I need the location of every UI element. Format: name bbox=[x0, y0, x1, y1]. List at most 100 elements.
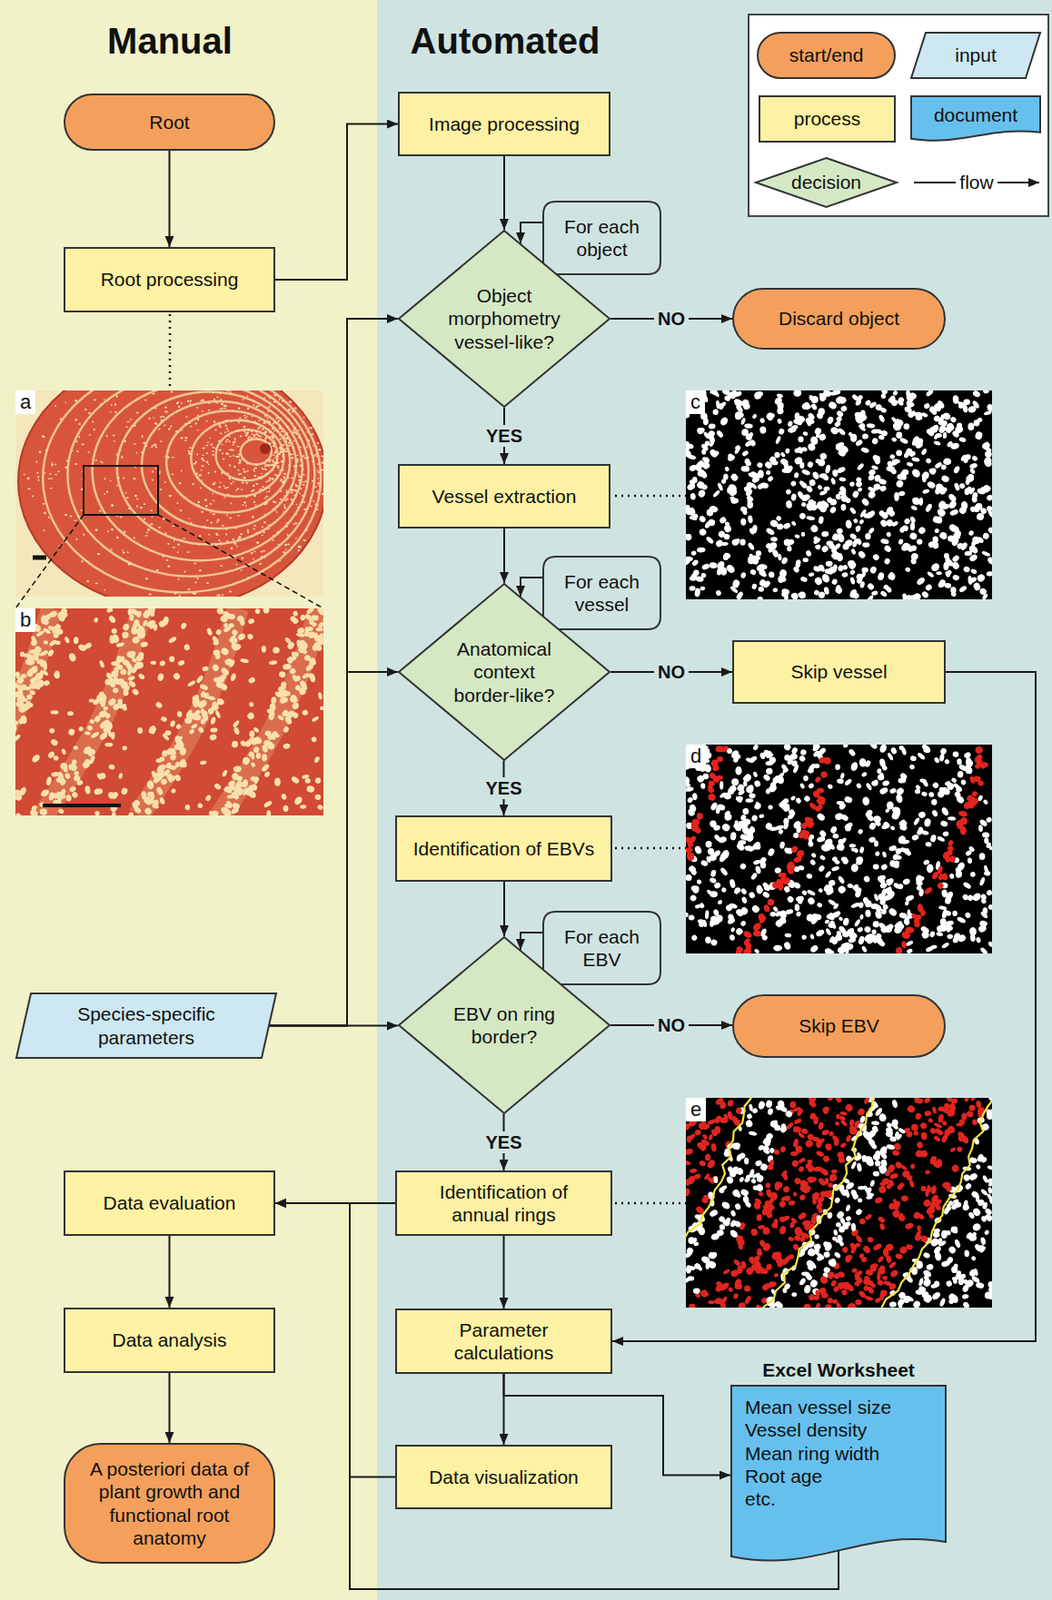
ring-dot bbox=[238, 416, 241, 419]
vessel-blob bbox=[790, 520, 797, 527]
vessel-blob bbox=[906, 461, 914, 467]
ring-dot bbox=[107, 530, 110, 533]
ring-dot bbox=[287, 432, 289, 435]
vessel-blob bbox=[920, 447, 928, 457]
ring-dot bbox=[237, 515, 240, 517]
ring-dot bbox=[99, 510, 102, 513]
ring-dot bbox=[278, 398, 281, 401]
ring-dot bbox=[296, 460, 299, 463]
vessel-dot bbox=[133, 806, 142, 815]
ring-dot bbox=[244, 432, 248, 434]
ring-dot bbox=[177, 402, 180, 405]
ring-dot bbox=[221, 594, 224, 596]
vessel-dot bbox=[89, 698, 95, 704]
ring-dot bbox=[189, 426, 193, 428]
ring-dot bbox=[262, 422, 266, 425]
vessel-dot bbox=[152, 802, 159, 809]
ring-dot bbox=[235, 527, 238, 529]
vessel-dot bbox=[73, 636, 80, 645]
vessel-dot bbox=[286, 656, 295, 665]
ring-dot bbox=[144, 445, 148, 447]
ring-dot bbox=[75, 440, 79, 443]
ring-band bbox=[15, 608, 52, 816]
vessel-blob bbox=[920, 590, 930, 600]
vessel-dot bbox=[197, 726, 205, 735]
vessel-blob bbox=[750, 482, 758, 491]
root-section-image bbox=[15, 390, 324, 597]
ring-dot bbox=[297, 479, 301, 482]
ring-dot bbox=[241, 458, 244, 461]
vessel-dot bbox=[106, 608, 114, 614]
ring-dot bbox=[280, 460, 283, 463]
ring-dot bbox=[214, 470, 217, 473]
vessel-dot bbox=[183, 717, 191, 726]
ring-dot bbox=[274, 547, 277, 550]
ring-dot bbox=[298, 493, 301, 496]
ring-dot bbox=[205, 445, 209, 447]
ring-dot bbox=[305, 486, 308, 489]
ring-dot bbox=[188, 517, 191, 520]
ring-dot bbox=[272, 461, 276, 464]
ring-dot bbox=[205, 505, 209, 507]
ring-dot bbox=[286, 497, 288, 500]
ring-dot bbox=[140, 451, 144, 454]
ring-dot bbox=[151, 470, 155, 473]
vessel-dot bbox=[148, 727, 157, 736]
ring-dot bbox=[221, 452, 224, 455]
ring-dot bbox=[144, 399, 148, 402]
vessel-dot bbox=[270, 730, 278, 739]
ring-dot bbox=[293, 466, 297, 468]
vessel-blob bbox=[759, 426, 768, 435]
vessel-blob bbox=[759, 417, 766, 425]
vessel-dot bbox=[250, 784, 259, 792]
vessel-dot bbox=[27, 666, 38, 676]
ring-dot bbox=[232, 481, 235, 484]
ring-dot bbox=[263, 497, 267, 500]
vessel-dot bbox=[135, 610, 142, 619]
vessel-dot bbox=[45, 776, 52, 787]
ring-dot bbox=[277, 404, 279, 407]
ring-dot bbox=[235, 489, 239, 492]
ring-dot bbox=[201, 465, 205, 467]
ring-dot bbox=[265, 496, 268, 498]
ring-dot bbox=[298, 481, 302, 484]
ring-dot bbox=[164, 533, 168, 536]
ring-dot bbox=[237, 429, 240, 432]
ring-dot bbox=[158, 471, 161, 474]
vessel-blob bbox=[982, 390, 991, 395]
ring-dot bbox=[261, 476, 265, 478]
ring-dot bbox=[317, 493, 320, 496]
ring-dot bbox=[197, 414, 199, 417]
ring-dot bbox=[268, 460, 271, 463]
vessel-blob bbox=[734, 444, 742, 452]
ring-dot bbox=[224, 431, 227, 434]
ring-dot bbox=[258, 419, 261, 422]
ring-dot bbox=[110, 404, 113, 407]
ring-dot bbox=[302, 501, 306, 504]
ring-dot bbox=[112, 435, 115, 437]
ring-dot bbox=[299, 487, 302, 490]
vessel-dot bbox=[33, 675, 42, 684]
ring-dot bbox=[197, 429, 199, 432]
ring-dot bbox=[134, 495, 138, 497]
vessel-dot bbox=[87, 724, 94, 731]
vessel-mask-image bbox=[685, 390, 993, 600]
ring-dot bbox=[154, 467, 157, 470]
vessel-blob bbox=[808, 572, 815, 578]
vessel-dot bbox=[119, 680, 130, 691]
ring-dot bbox=[133, 536, 136, 539]
ring-dot bbox=[120, 456, 123, 458]
ring-dot bbox=[110, 528, 114, 531]
ring-dot bbox=[297, 458, 299, 461]
vessel-dot bbox=[187, 679, 197, 688]
ring-dot bbox=[178, 595, 181, 597]
ring-dot bbox=[247, 437, 249, 441]
vessel-dot bbox=[261, 754, 268, 762]
vessel-dot bbox=[233, 726, 241, 736]
ring-dot bbox=[218, 486, 221, 489]
vessel-blob bbox=[801, 468, 812, 477]
ring-dot bbox=[177, 502, 179, 505]
vessel-blob bbox=[691, 558, 700, 567]
vessel-dot bbox=[42, 679, 50, 687]
ring-dot bbox=[109, 480, 112, 482]
